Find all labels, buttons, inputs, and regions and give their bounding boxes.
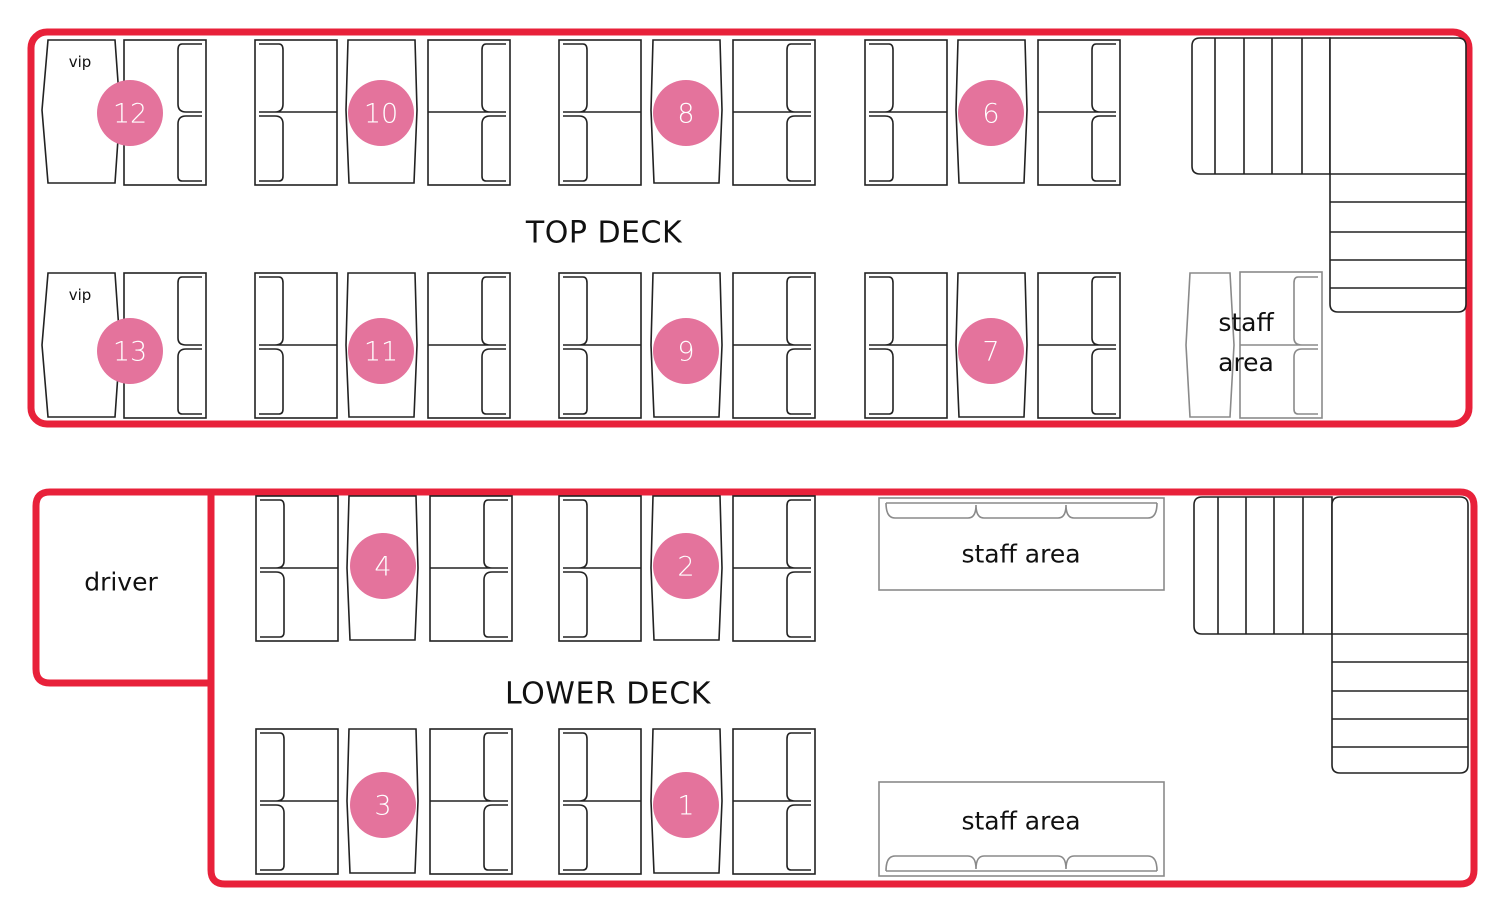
couch-top-13 [864,272,948,419]
couch-low-1 [255,495,339,642]
seat-9[interactable]: 9 [653,318,719,384]
seat-number: 2 [677,552,694,583]
seat-11[interactable]: 11 [348,318,414,384]
couch-top-10 [427,272,511,419]
couch-top-12 [732,272,816,419]
couch-top-5 [732,39,816,186]
seat-10[interactable]: 10 [348,80,414,146]
seat-number: 4 [374,552,391,583]
couch-low-3 [558,495,642,642]
seat-1[interactable]: 1 [653,772,719,838]
vip-seat-lower[interactable]: vip [41,272,121,418]
top-staff-area-label-line1: staff [1218,308,1274,337]
lower-deck-label: LOWER DECK [505,677,712,712]
couch-low-2 [429,495,513,642]
couch-top-14 [1037,272,1121,419]
seat-number: 6 [982,99,999,130]
top-stairs [1191,37,1467,313]
top-deck: vip [27,28,1473,428]
couch-low-5 [255,728,339,875]
staff-area-sofa-lower: staff area [878,781,1165,877]
seat-number: 10 [364,99,398,130]
lower-stairs [1193,496,1469,774]
seat-3[interactable]: 3 [350,772,416,838]
couch-top-7 [1037,39,1121,186]
seat-7[interactable]: 7 [958,318,1024,384]
couch-top-3 [427,39,511,186]
driver-label: driver [84,568,158,597]
seat-13[interactable]: 13 [97,318,163,384]
seat-6[interactable]: 6 [958,80,1024,146]
staff-area-label: staff area [961,807,1080,836]
seat-number: 7 [982,337,999,368]
seat-number: 13 [113,337,147,368]
seat-8[interactable]: 8 [653,80,719,146]
vip-label: vip [69,53,92,71]
couch-low-4 [732,495,816,642]
seat-number: 12 [113,99,147,130]
vip-label: vip [69,286,92,304]
couch-top-9 [254,272,338,419]
top-staff-area-label-line2: area [1218,348,1274,377]
couch-top-4 [558,39,642,186]
top-deck-label: TOP DECK [525,216,683,251]
seat-2[interactable]: 2 [653,533,719,599]
lower-deck: driver [32,488,1478,888]
seat-number: 9 [677,337,694,368]
couch-low-7 [558,728,642,875]
top-staff-area-label: staff area [1218,308,1274,377]
seat-number: 11 [364,337,398,368]
couch-low-6 [429,728,513,875]
seat-number: 3 [374,791,391,822]
seat-number: 8 [677,99,694,130]
staff-area-sofa-upper: staff area [878,497,1165,591]
couch-top-6 [864,39,948,186]
vip-seat-upper[interactable]: vip [41,39,121,184]
top-staff-area: staff area [1185,271,1323,419]
seat-number: 1 [677,791,694,822]
lower-deck-outline [32,488,1478,888]
couch-top-2 [254,39,338,186]
seat-12[interactable]: 12 [97,80,163,146]
couch-top-11 [558,272,642,419]
staff-area-label: staff area [961,540,1080,569]
couch-low-8 [732,728,816,875]
top-deck-outline [27,28,1473,428]
seat-4[interactable]: 4 [350,533,416,599]
